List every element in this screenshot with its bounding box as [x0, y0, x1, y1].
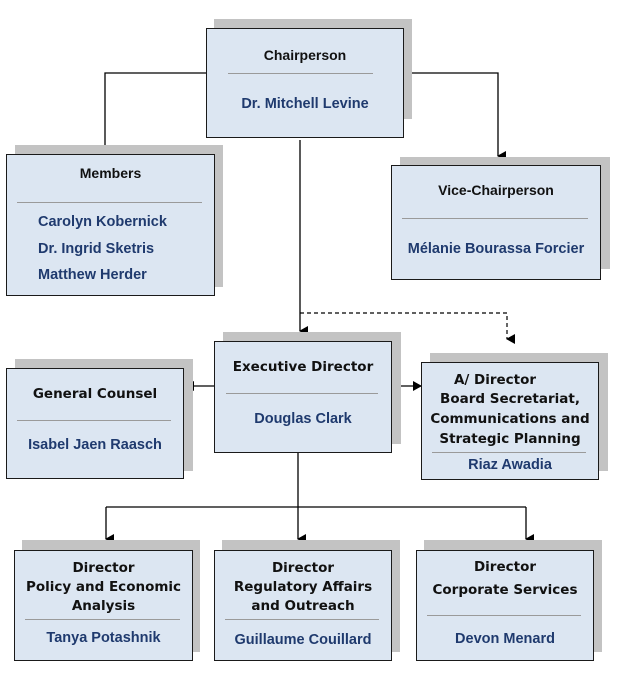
board-secretariat-box[interactable]: A/ Director Board Secretariat, Communica… — [421, 362, 599, 480]
corporate-director-box[interactable]: Director Corporate Services Devon Menard — [416, 550, 594, 661]
board-secretariat-title-line: Communications and — [430, 411, 590, 427]
executive-director-name: Douglas Clark — [254, 411, 352, 427]
general-counsel-box[interactable]: General Counsel Isabel Jaen Raasch — [6, 368, 184, 479]
divider — [228, 73, 373, 74]
divider — [17, 202, 202, 203]
divider — [25, 619, 180, 620]
divider — [432, 452, 586, 453]
connector-chair-members — [104, 72, 206, 158]
divider — [402, 218, 588, 219]
vice-chairperson-box[interactable]: Vice-Chairperson Mélanie Bourassa Forcie… — [391, 165, 601, 280]
executive-director-title: Executive Director — [232, 359, 374, 375]
connector-chair-vice — [403, 72, 506, 161]
policy-director-title-line: Policy and Economic — [25, 579, 182, 595]
members-box[interactable]: Members Carolyn Kobernick Dr. Ingrid Ske… — [6, 154, 215, 296]
policy-director-name: Tanya Potashnik — [46, 630, 161, 646]
corporate-director-title-line: Corporate Services — [432, 582, 578, 598]
general-counsel-name: Isabel Jaen Raasch — [28, 437, 162, 453]
policy-director-title-line: Analysis — [71, 598, 136, 614]
board-secretariat-name: Riaz Awadia — [468, 457, 552, 473]
members-title: Members — [79, 165, 142, 181]
member-name: Dr. Ingrid Sketris — [38, 241, 155, 257]
regulatory-director-title-line: Regulatory Affairs — [233, 579, 373, 595]
member-name: Matthew Herder — [38, 267, 147, 283]
board-secretariat-title-line: Strategic Planning — [439, 431, 581, 447]
chairperson-box[interactable]: Chairperson Dr. Mitchell Levine — [206, 28, 404, 138]
vice-chairperson-name: Mélanie Bourassa Forcier — [407, 241, 585, 257]
chairperson-name: Dr. Mitchell Levine — [241, 96, 369, 112]
connector-exec-directors — [106, 452, 526, 508]
member-name: Carolyn Kobernick — [38, 214, 167, 230]
board-secretariat-title-line: Board Secretariat, — [440, 391, 580, 407]
corporate-director-title-line: Director — [473, 559, 537, 575]
vice-chairperson-title: Vice-Chairperson — [438, 182, 554, 198]
divider — [17, 420, 171, 421]
regulatory-director-title-line: and Outreach — [251, 598, 355, 614]
regulatory-director-title-line: Director — [271, 560, 335, 576]
chairperson-title: Chairperson — [263, 47, 347, 63]
general-counsel-title: General Counsel — [32, 386, 158, 402]
divider — [225, 619, 379, 620]
regulatory-director-name: Guillaume Couillard — [234, 632, 372, 648]
divider — [226, 393, 378, 394]
policy-director-title-line: Director — [72, 560, 135, 576]
executive-director-box[interactable]: Executive Director Douglas Clark — [214, 341, 392, 453]
divider — [427, 615, 581, 616]
corporate-director-name: Devon Menard — [455, 631, 555, 647]
board-secretariat-title-line: A/ Director — [453, 372, 537, 388]
policy-director-box[interactable]: Director Policy and Economic Analysis Ta… — [14, 550, 193, 661]
regulatory-director-box[interactable]: Director Regulatory Affairs and Outreach… — [214, 550, 392, 661]
connector-dashed-secretariat — [300, 312, 515, 344]
